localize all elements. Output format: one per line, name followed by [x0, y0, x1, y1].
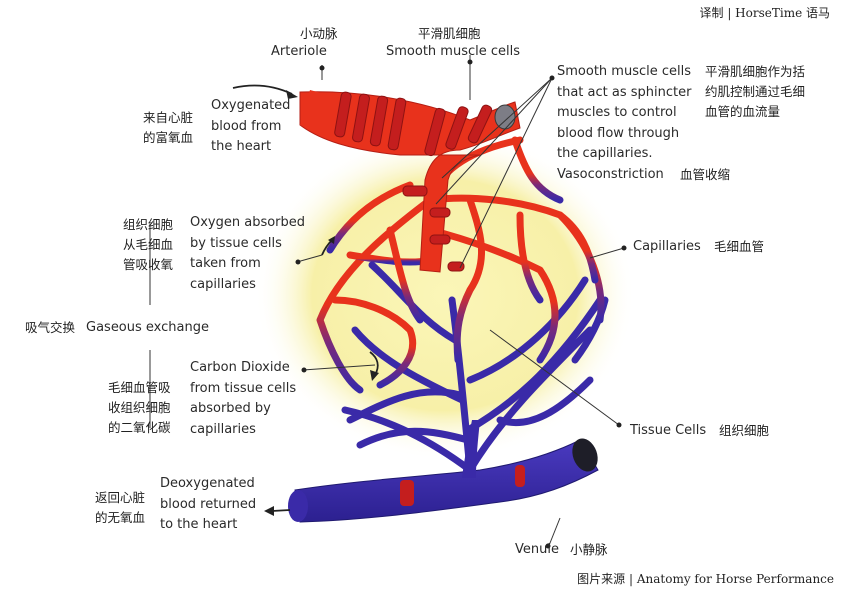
- oxygen-absorbed-en: Oxygen absorbed by tissue cells taken fr…: [190, 215, 306, 292]
- deoxygenated-zh: 返回心脏 的无氧血: [95, 490, 146, 525]
- deoxygenated-en: Deoxygenated blood returned to the heart: [160, 476, 257, 532]
- venule-lumen: [572, 438, 598, 472]
- smooth-muscle-cells-zh: 平滑肌细胞: [418, 26, 481, 41]
- carbon-dioxide-en: Carbon Dioxide from tissue cells absorbe…: [190, 360, 297, 437]
- credit-top: 译制 | HorseTime 语马: [699, 6, 831, 20]
- carbon-dioxide-zh: 毛细血管吸 收组织细胞 的二氧化碳: [108, 380, 171, 435]
- arteriole-zh: 小动脉: [300, 26, 338, 41]
- sphincter-note-en: Smooth muscle cells that act as sphincte…: [557, 64, 692, 182]
- gaseous-exchange-zh: 吸气交换: [25, 320, 76, 335]
- venule: [288, 420, 599, 523]
- credit-bottom: 图片来源 | Anatomy for Horse Performance: [577, 572, 834, 586]
- pointer-dots: [295, 59, 627, 549]
- arteriole-lumen: [494, 104, 516, 130]
- sphincter-note-zh: 平滑肌细胞作为括 约肌控制通过毛细 血管的血流量: [705, 64, 806, 119]
- oxygenated-zh: 来自心脏 的富氧血: [143, 110, 194, 145]
- arrow-heads: [264, 90, 379, 516]
- venule-en: Venule: [515, 542, 559, 557]
- arteriole-en: Arteriole: [271, 44, 327, 59]
- smooth-muscle-cells-en: Smooth muscle cells: [386, 44, 520, 59]
- tissue-cells-zh: 组织细胞: [719, 423, 770, 438]
- smooth-muscle-bands: [334, 91, 493, 272]
- tissue-cells-en: Tissue Cells: [630, 423, 707, 438]
- venule-zh: 小静脉: [570, 542, 608, 557]
- oxygenated-en: Oxygenated blood from the heart: [211, 98, 291, 154]
- capillaries-en: Capillaries: [633, 239, 701, 254]
- oxygen-absorbed-zh: 组织细胞 从毛细血 管吸收氧: [123, 217, 174, 272]
- gaseous-exchange-en: Gaseous exchange: [86, 320, 209, 335]
- vasoconstriction-zh: 血管收缩: [680, 167, 731, 182]
- capillaries-zh: 毛细血管: [714, 239, 765, 254]
